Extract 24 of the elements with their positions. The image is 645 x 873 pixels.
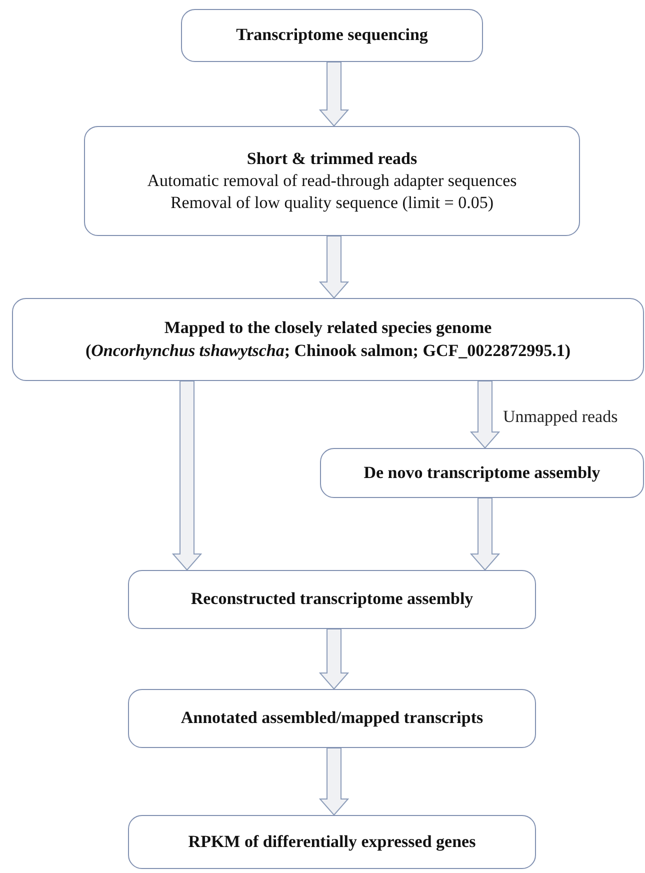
block-arrow xyxy=(172,380,202,571)
process-box xyxy=(128,689,536,748)
block-arrow xyxy=(318,236,350,299)
block-arrow xyxy=(318,62,350,127)
box-text: Automatic removal of read-through adapter sequences xyxy=(147,170,517,192)
block-arrow xyxy=(318,748,350,816)
box-heading: Reconstructed transcriptome assembly xyxy=(190,588,474,610)
box-heading: Mapped to the closely related species genome xyxy=(164,317,492,340)
box-heading: Short & trimmed reads xyxy=(246,148,418,170)
process-box xyxy=(12,298,644,381)
block-arrow xyxy=(470,380,500,449)
block-arrow xyxy=(470,498,500,571)
process-box xyxy=(320,448,644,498)
box-text: Removal of low quality sequence (limit = 0.05) xyxy=(170,192,494,214)
box-text: (Oncorhynchus tshawytscha; Chinook salmon; GCF_0022872995.1) xyxy=(85,340,571,362)
process-box xyxy=(128,815,536,869)
box-heading: RPKM of differentially expressed genes xyxy=(188,830,476,853)
box-heading: Transcriptome sequencing xyxy=(236,24,428,46)
box-heading: Annotated assembled/mapped transcripts xyxy=(180,707,484,730)
process-box xyxy=(84,126,580,236)
process-box xyxy=(128,570,536,629)
box-heading: De novo transcriptome assembly xyxy=(364,462,600,484)
process-box xyxy=(181,9,483,62)
block-arrow xyxy=(318,628,350,690)
